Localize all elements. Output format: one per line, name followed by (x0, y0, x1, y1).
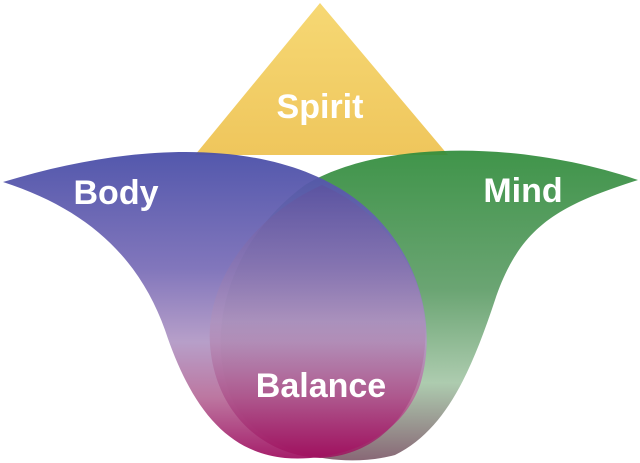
balance-region (209, 185, 426, 458)
spirit-petal (195, 3, 448, 155)
body-label: Body (74, 174, 159, 212)
mind-label: Mind (483, 172, 562, 210)
spirit-label: Spirit (277, 88, 364, 126)
balance-label: Balance (256, 367, 386, 405)
